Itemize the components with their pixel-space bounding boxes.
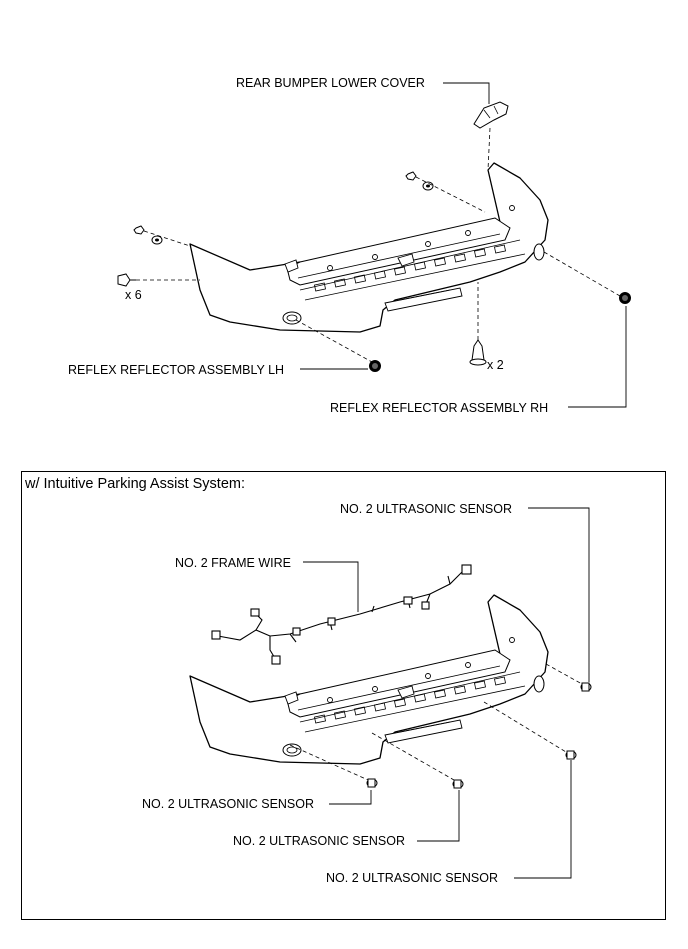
qty-clip-bottom: x 2 bbox=[487, 358, 504, 372]
reflex-reflector-rh-part bbox=[619, 292, 631, 304]
label-sensor-bottom-2: NO. 2 ULTRASONIC SENSOR bbox=[233, 834, 406, 848]
inset-frame bbox=[21, 471, 666, 920]
dashed-assembly-lines-inset bbox=[289, 663, 583, 781]
ultrasonic-sensor-bottom-3 bbox=[565, 750, 577, 760]
clip-left bbox=[117, 273, 136, 287]
leader-lines-inset bbox=[303, 507, 590, 879]
label-sensor-bottom-3: NO. 2 ULTRASONIC SENSOR bbox=[326, 871, 499, 885]
qty-clip-left: x 6 bbox=[125, 288, 142, 302]
leader-lines-top bbox=[300, 82, 627, 408]
label-reflex-reflector-lh: REFLEX REFLECTOR ASSEMBLY LH bbox=[68, 363, 285, 377]
frame-wire-part bbox=[211, 564, 472, 665]
ultrasonic-sensor-bottom-1 bbox=[366, 778, 378, 788]
nut-washer-left bbox=[133, 225, 163, 245]
nut-washer-right bbox=[405, 171, 434, 191]
label-sensor-bottom-1: NO. 2 ULTRASONIC SENSOR bbox=[142, 797, 315, 811]
ultrasonic-sensor-bottom-2 bbox=[452, 779, 464, 789]
label-sensor-top-right: NO. 2 ULTRASONIC SENSOR bbox=[340, 502, 513, 516]
label-reflex-reflector-rh: REFLEX REFLECTOR ASSEMBLY RH bbox=[330, 401, 549, 415]
inset-title: w/ Intuitive Parking Assist System: bbox=[25, 476, 245, 492]
label-frame-wire: NO. 2 FRAME WIRE bbox=[175, 556, 291, 570]
ultrasonic-sensor-top-right bbox=[580, 682, 592, 692]
rear-bumper-top bbox=[189, 162, 549, 333]
rear-bumper-lower-cover-part bbox=[473, 101, 509, 129]
clip-bottom bbox=[469, 339, 487, 366]
label-rear-bumper-lower-cover: REAR BUMPER LOWER COVER bbox=[236, 76, 425, 90]
reflex-reflector-lh-part bbox=[369, 360, 381, 372]
dashed-assembly-lines-top bbox=[136, 127, 621, 363]
